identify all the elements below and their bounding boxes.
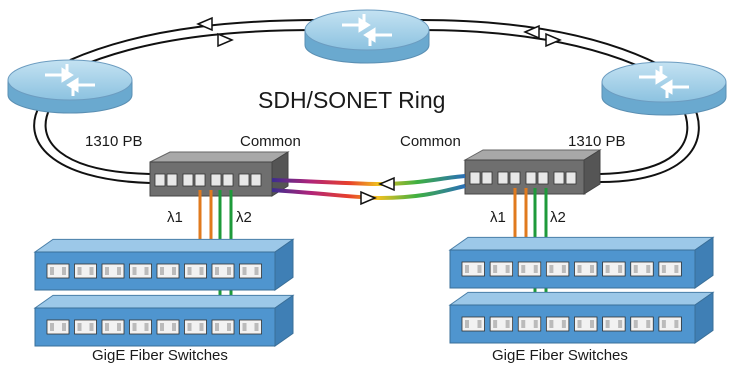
right-lambda1-label: λ1 bbox=[490, 209, 506, 226]
switch-port bbox=[156, 319, 180, 335]
common-link-arrows bbox=[360, 176, 395, 206]
switch-port bbox=[239, 263, 262, 279]
left-lambda1-label: λ1 bbox=[167, 209, 183, 226]
switch-port bbox=[129, 263, 152, 279]
switch-port bbox=[461, 316, 485, 332]
switch-port bbox=[630, 261, 654, 277]
router-top bbox=[304, 9, 430, 64]
switch-port bbox=[461, 261, 485, 277]
router-right bbox=[601, 61, 727, 116]
switch-right-lower bbox=[448, 291, 715, 344]
switch-port bbox=[101, 319, 125, 335]
right-port-label: 1310 PB bbox=[568, 133, 626, 150]
switch-port bbox=[74, 319, 97, 335]
switch-port bbox=[517, 261, 542, 277]
router-arrows-icon bbox=[342, 14, 392, 46]
switch-port bbox=[602, 316, 626, 332]
switch-port bbox=[489, 261, 514, 277]
switch-port bbox=[74, 263, 97, 279]
switch-port bbox=[574, 261, 598, 277]
switch-left-lower bbox=[33, 294, 295, 347]
switch-port bbox=[630, 316, 654, 332]
switch-port bbox=[129, 319, 152, 335]
arrow-icon bbox=[378, 176, 395, 192]
arrow-icon bbox=[545, 32, 562, 48]
ring-fiber bbox=[33, 19, 700, 184]
switch-port bbox=[545, 261, 570, 277]
ring-direction-arrows bbox=[196, 16, 562, 48]
switch-port bbox=[156, 263, 180, 279]
left-switches-label: GigE Fiber Switches bbox=[92, 347, 228, 364]
right-switches-label: GigE Fiber Switches bbox=[492, 347, 628, 364]
left-common-label: Common bbox=[240, 133, 301, 150]
left-port-label: 1310 PB bbox=[85, 133, 143, 150]
switch-port bbox=[184, 263, 207, 279]
mux-right bbox=[463, 149, 602, 195]
switch-port bbox=[658, 261, 682, 277]
switch-port bbox=[101, 263, 125, 279]
mux-ports bbox=[469, 171, 577, 185]
switch-port bbox=[602, 261, 626, 277]
switch-port bbox=[517, 316, 542, 332]
right-common-label: Common bbox=[400, 133, 461, 150]
arrow-icon bbox=[360, 190, 377, 206]
mux-ports bbox=[154, 173, 262, 187]
router-left bbox=[7, 59, 133, 114]
switch-left-upper bbox=[33, 238, 295, 291]
gige-switches bbox=[33, 236, 715, 347]
switch-port bbox=[545, 316, 570, 332]
arrow-icon bbox=[196, 16, 213, 32]
left-lambda2-label: λ2 bbox=[236, 209, 252, 226]
switch-port bbox=[46, 319, 70, 335]
switch-port bbox=[211, 263, 235, 279]
router-arrows-icon bbox=[45, 64, 95, 96]
mux-left bbox=[149, 151, 290, 197]
arrow-icon bbox=[523, 24, 540, 40]
router-arrows-icon bbox=[639, 66, 689, 98]
switch-port bbox=[46, 263, 70, 279]
ring-label: SDH/SONET Ring bbox=[258, 87, 445, 113]
switch-port bbox=[658, 316, 682, 332]
switch-port bbox=[489, 316, 514, 332]
switch-port bbox=[211, 319, 235, 335]
right-lambda2-label: λ2 bbox=[550, 209, 566, 226]
switch-right-upper bbox=[448, 236, 715, 289]
switch-port bbox=[239, 319, 262, 335]
arrow-icon bbox=[217, 32, 234, 48]
switch-port bbox=[574, 316, 598, 332]
switch-port bbox=[184, 319, 207, 335]
